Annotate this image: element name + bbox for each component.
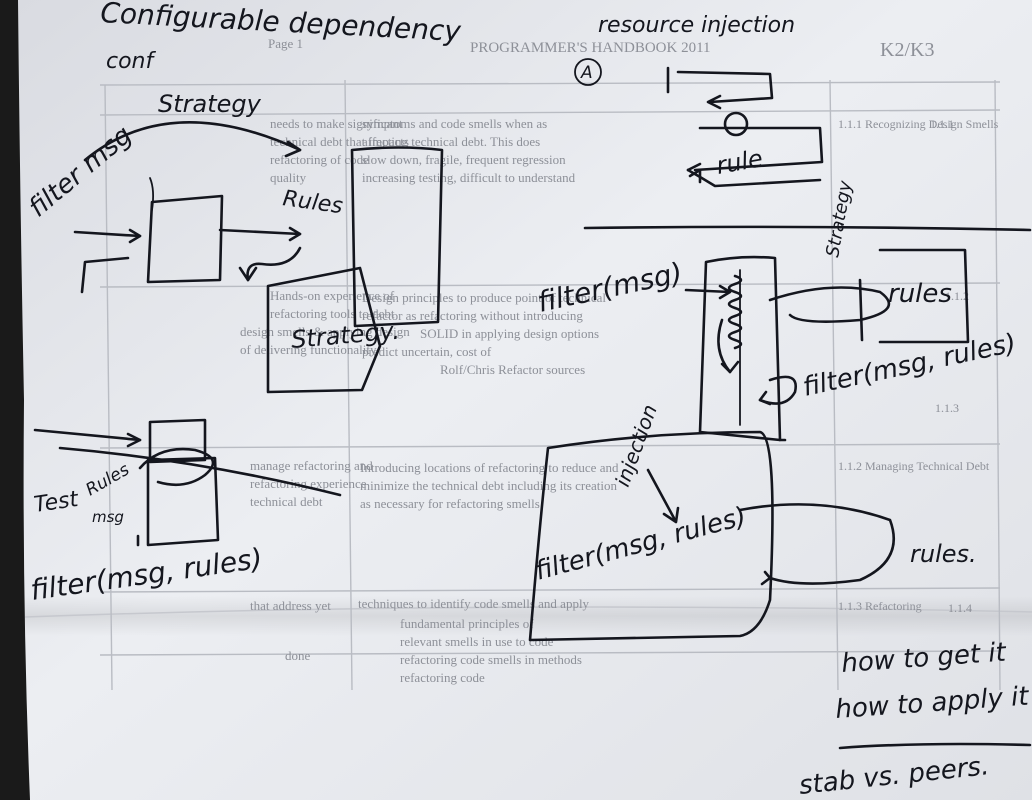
right-filter-box [698, 255, 782, 442]
svg-text:technical debt: technical debt [250, 494, 323, 509]
svg-text:design smells & applying desig: design smells & applying design [240, 324, 410, 339]
svg-text:needs to make significant: needs to make significant [270, 116, 403, 131]
right-rules-box [878, 248, 970, 344]
svg-text:Hands-on experience of: Hands-on experience of [270, 288, 395, 303]
test-box-top [148, 418, 207, 464]
svg-text:Introducing locations of refac: Introducing locations of refactoring to … [360, 460, 619, 475]
right-divider-line [583, 225, 1032, 232]
svg-text:technical debt that impacts: technical debt that impacts [270, 134, 409, 149]
svg-text:Design principles to produce p: Design principles to produce point of te… [362, 290, 606, 305]
svg-text:PROGRAMMER'S HANDBOOK 2011: PROGRAMMER'S HANDBOOK 2011 [470, 40, 711, 56]
svg-text:1.1.2 Managing Technical Debt: 1.1.2 Managing Technical Debt [838, 459, 990, 473]
svg-text:Strategy: Strategy [158, 90, 262, 118]
svg-text:refactoring code smells in met: refactoring code smells in methods [400, 652, 582, 667]
svg-text:affecting technical debt. This: affecting technical debt. This does [362, 134, 540, 149]
svg-text:Page 1: Page 1 [268, 36, 303, 51]
left-filter-box [146, 194, 224, 284]
svg-text:1.1.1 Recognizing Design Smell: 1.1.1 Recognizing Design Smells [838, 117, 999, 131]
svg-text:minimize the technical debt in: minimize the technical debt including it… [360, 478, 618, 493]
svg-text:done: done [285, 648, 311, 663]
resource-injection-section: resource injection A rule [574, 13, 824, 188]
svg-text:SOLID in applying design optio: SOLID in applying design options [420, 326, 599, 341]
svg-text:refactoring of code: refactoring of code [270, 152, 369, 167]
svg-text:fundamental principles of: fundamental principles of [400, 616, 534, 631]
left-strategy-arc: Strategy [83, 90, 302, 211]
svg-text:techniques to identify code sm: techniques to identify code smells and a… [358, 596, 590, 611]
svg-text:1.1.3: 1.1.3 [935, 401, 959, 415]
outer-injection-box [528, 430, 774, 642]
svg-text:Rolf/Chris Refactor sources: Rolf/Chris Refactor sources [440, 362, 585, 377]
svg-text:manage refactoring and: manage refactoring and [250, 458, 373, 473]
svg-text:predict uncertain, cost of: predict uncertain, cost of [362, 344, 492, 359]
svg-text:quality: quality [270, 170, 307, 185]
paper-fold [20, 596, 1032, 636]
svg-text:refactoring tools to debt: refactoring tools to debt [270, 306, 395, 321]
test-box [146, 456, 220, 547]
svg-text:1.1.2: 1.1.2 [945, 289, 969, 303]
svg-text:increasing testing, difficult: increasing testing, difficult to underst… [362, 170, 576, 185]
svg-text:as necessary for refactoring s: as necessary for refactoring smells [360, 496, 540, 511]
svg-text:that address yet: that address yet [250, 598, 331, 613]
svg-text:A: A [580, 63, 593, 83]
svg-text:K2/K3: K2/K3 [880, 39, 934, 61]
svg-text:slow down, fragile, frequent r: slow down, fragile, frequent regression [362, 152, 566, 167]
svg-text:relevant smells in use to code: relevant smells in use to code [400, 634, 554, 649]
svg-text:1.1.3 Refactoring: 1.1.3 Refactoring [838, 599, 922, 613]
printed-table-grid [99, 79, 1001, 691]
svg-text:resource injection: resource injection [598, 13, 795, 38]
svg-text:1.1.4: 1.1.4 [948, 601, 972, 615]
svg-text:refactor as refactoring withou: refactor as refactoring without introduc… [362, 308, 583, 323]
left-rules-box [350, 146, 444, 328]
printed-column-text: symptoms and code smells when as affecti… [240, 116, 619, 685]
svg-text:rules.: rules. [910, 540, 977, 568]
svg-text:symptoms and code smells when: symptoms and code smells when as [362, 116, 547, 131]
svg-text:rules: rules [888, 279, 952, 309]
printed-row-labels: 1.1.1 1.1.2 1.1.3 1.1.4 1.1.2 Managing T… [838, 117, 999, 615]
left-strategy-box [266, 266, 382, 394]
svg-text:conf: conf [106, 49, 156, 74]
svg-text:refactoring code: refactoring code [400, 670, 485, 685]
svg-text:msg: msg [92, 508, 124, 526]
svg-text:of delivering functionality: of delivering functionality [240, 342, 377, 357]
svg-text:1.1.1: 1.1.1 [930, 117, 954, 131]
printed-header: PROGRAMMER'S HANDBOOK 2011 Page 1 K2/K3 [268, 36, 934, 61]
